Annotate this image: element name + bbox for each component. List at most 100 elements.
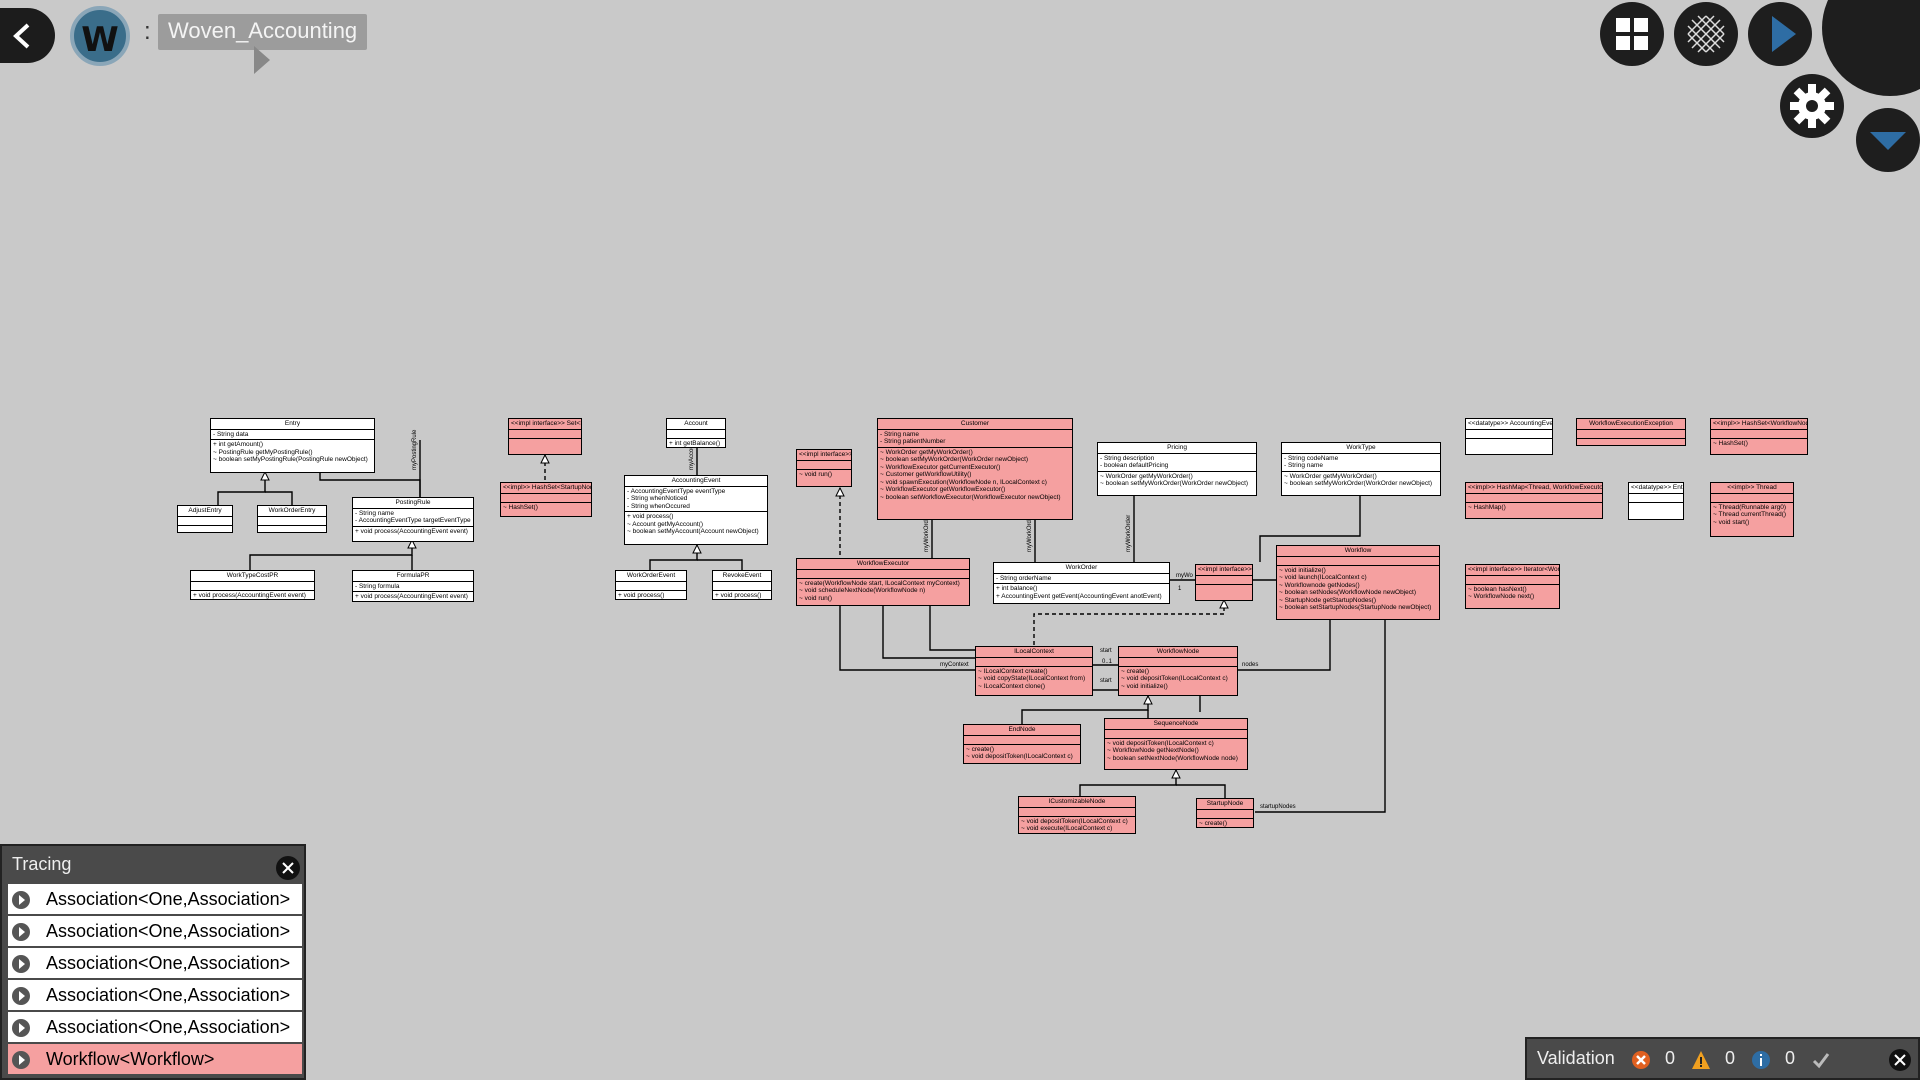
back-button[interactable] (0, 8, 55, 63)
class-name: WorkTypeCostPR (191, 571, 314, 582)
class-operation: ~ create(WorkflowNode start, ILocalConte… (799, 579, 960, 587)
class-workflownode[interactable]: WorkflowNode~ create()~ void depositToke… (1118, 646, 1238, 696)
class-operations: + int getAmount()~ PostingRule getMyPost… (211, 440, 374, 465)
class-operation: ~ PostingRule getMyPostingRule() (213, 448, 313, 456)
class-sequencenode[interactable]: SequenceNode~ void depositToken(ILocalCo… (1104, 718, 1248, 770)
pattern-button[interactable] (1674, 2, 1738, 66)
class-workorderentry[interactable]: WorkOrderEntry (257, 505, 327, 533)
validation-bar: Validation 0 0 0 (1525, 1037, 1920, 1080)
class-operation: ~ boolean setStartupNodes(StartupNode ne… (1279, 604, 1432, 611)
class-operation: ~ WorkflowExecutor getWorkflowExecutor() (880, 486, 1006, 493)
inheritance-arrow (1219, 598, 1229, 609)
class-worktypecostpr[interactable]: WorkTypeCostPR + void process(AccountingE… (190, 570, 315, 600)
settings-button[interactable] (1780, 74, 1844, 138)
class-formulapr[interactable]: FormulaPR- String formula+ void process(… (352, 570, 474, 602)
inheritance-arrow (1143, 694, 1153, 705)
class-adjustentry[interactable]: AdjustEntry (177, 505, 233, 533)
class-endnode[interactable]: EndNode~ create()~ void depositToken(ILo… (963, 724, 1081, 764)
trace-item-label: Association<One,Association> (46, 985, 291, 1005)
play-icon[interactable] (12, 987, 30, 1005)
inheritance-arrow (260, 470, 270, 481)
class-runnable[interactable]: <<impl interface>> Runnable~ void run() (796, 449, 852, 487)
grid-view-button[interactable] (1600, 2, 1664, 66)
play-icon[interactable] (12, 923, 30, 941)
play-button[interactable] (1748, 2, 1812, 66)
class-operation: ~ boolean hasNext() (1468, 585, 1527, 593)
class-name: WorkflowExecutor (797, 559, 969, 570)
class-attributes (1711, 494, 1793, 503)
play-icon[interactable] (12, 1019, 30, 1037)
tracing-panel: Tracing Association<One,Association> Ass… (0, 844, 306, 1080)
class-hashsetstartup[interactable]: <<impl>> HashSet<StartupNode>~ HashSet() (500, 482, 592, 517)
class-icustomizablenode[interactable]: ICustomizableNode ~ void depositToken(ILo… (1018, 796, 1136, 834)
class-operation: + void process(AccountingEvent event) (193, 591, 306, 599)
class-operations (509, 439, 581, 447)
class-workflowexecutor[interactable]: WorkflowExecutor ~ create(WorkflowNode st… (796, 558, 970, 606)
class-startupnode[interactable]: StartupNode~ create() (1196, 798, 1254, 828)
gear-icon (1790, 84, 1834, 128)
class-account[interactable]: Account+ int getBalance() (666, 418, 726, 448)
class-operation: ~ ILocalContext create() (978, 667, 1048, 675)
class-customer[interactable]: Customer- String name- String patientNum… (877, 418, 1073, 520)
class-operation: ~ boolean setMyAccount(Account newObject… (627, 528, 759, 535)
close-icon (1894, 1054, 1906, 1066)
class-operation: + void process() (627, 513, 674, 520)
class-iterator[interactable]: <<impl interface>> Iterator<WorkflowNode… (1465, 564, 1560, 609)
avatar[interactable]: W (70, 6, 130, 66)
class-workorder[interactable]: WorkOrder- String orderName+ int balance… (993, 562, 1170, 604)
class-operation: ~ void depositToken(ILocalContext c) (1021, 817, 1128, 825)
trace-item[interactable]: Association<One,Association> (8, 1012, 302, 1042)
class-operation: ~ WorkflowNode getNextNode() (1107, 747, 1199, 754)
class-workflow[interactable]: Workflow~ void initialize()~ void launch… (1276, 545, 1440, 620)
dropdown-button[interactable] (1856, 108, 1920, 172)
class-accountingeventtype[interactable]: <<datatype>> AccountingEventType (1465, 418, 1553, 455)
inheritance-arrow (835, 486, 845, 497)
class-operation: ~ ILocalContext clone() (978, 682, 1046, 690)
connector (249, 540, 413, 570)
tracing-close-button[interactable] (276, 856, 300, 880)
trace-item-label: Association<One,Association> (46, 1017, 291, 1037)
play-icon[interactable] (12, 1051, 30, 1069)
trace-item-selected[interactable]: Workflow<Workflow> (8, 1044, 302, 1074)
inheritance-arrow (407, 538, 417, 549)
class-attributes (1019, 808, 1135, 817)
validation-close-button[interactable] (1889, 1049, 1911, 1071)
trace-item[interactable]: Association<One,Association> (8, 884, 302, 914)
class-setstartup[interactable]: <<impl interface>> Set<StartupNode> (508, 418, 582, 455)
class-worktype[interactable]: WorkType- String codeName- String name~ … (1281, 442, 1441, 496)
class-entrytype[interactable]: <<datatype>> EntryType (1628, 482, 1684, 520)
play-icon[interactable] (12, 955, 30, 973)
play-icon[interactable] (12, 891, 30, 909)
class-ilocalcontext[interactable]: ILocalContext~ ILocalContext create()~ v… (975, 646, 1093, 696)
class-operation: ~ void depositToken(ILocalContext c) (966, 753, 1073, 760)
class-thread[interactable]: <<impl>> Thread~ Thread(Runnable arg0)~ … (1710, 482, 1794, 537)
class-workorderevent[interactable]: WorkOrderEvent+ void process() (615, 570, 687, 600)
warning-count: 0 (1725, 1048, 1736, 1068)
trace-item[interactable]: Association<One,Association> (8, 916, 302, 946)
connector (882, 606, 975, 659)
class-hashmap[interactable]: <<impl>> HashMap<Thread, WorkflowExecuto… (1465, 482, 1603, 519)
class-operations: + void process(AccountingEvent event) (353, 527, 473, 537)
class-name: WorkflowExecutionException (1577, 419, 1685, 430)
class-cloneable[interactable]: <<impl interface>> Cloneable (1195, 564, 1253, 601)
class-accountingevent[interactable]: AccountingEvent- AccountingEventType eve… (624, 475, 768, 545)
trace-item[interactable]: Association<One,Association> (8, 948, 302, 978)
class-entry[interactable]: Entry- String data+ int getAmount()~ Pos… (210, 418, 375, 473)
class-hashsetwf[interactable]: <<impl>> HashSet<WorkflowNode>~ HashSet(… (1710, 418, 1808, 455)
class-operation: ~ create() (1121, 667, 1149, 675)
association-label: start (1100, 678, 1112, 684)
class-name: ICustomizableNode (1019, 797, 1135, 808)
connector (1238, 620, 1331, 671)
grid-icon (1616, 18, 1648, 50)
trace-item[interactable]: Association<One,Association> (8, 980, 302, 1010)
class-operation: ~ Thread(Runnable arg0) (1713, 503, 1787, 511)
class-revokeevent[interactable]: RevokeEvent+ void process() (712, 570, 772, 600)
class-postingrule[interactable]: PostingRule- String name- AccountingEven… (352, 497, 474, 542)
connector (839, 606, 975, 671)
warning-icon (1692, 1051, 1710, 1069)
info-count: 0 (1785, 1048, 1796, 1068)
project-name[interactable]: Woven_Accounting (158, 14, 368, 50)
class-wfexecexception[interactable]: WorkflowExecutionException (1576, 418, 1686, 446)
class-pricing[interactable]: Pricing- String description- boolean def… (1097, 442, 1257, 496)
class-attributes (713, 582, 771, 591)
